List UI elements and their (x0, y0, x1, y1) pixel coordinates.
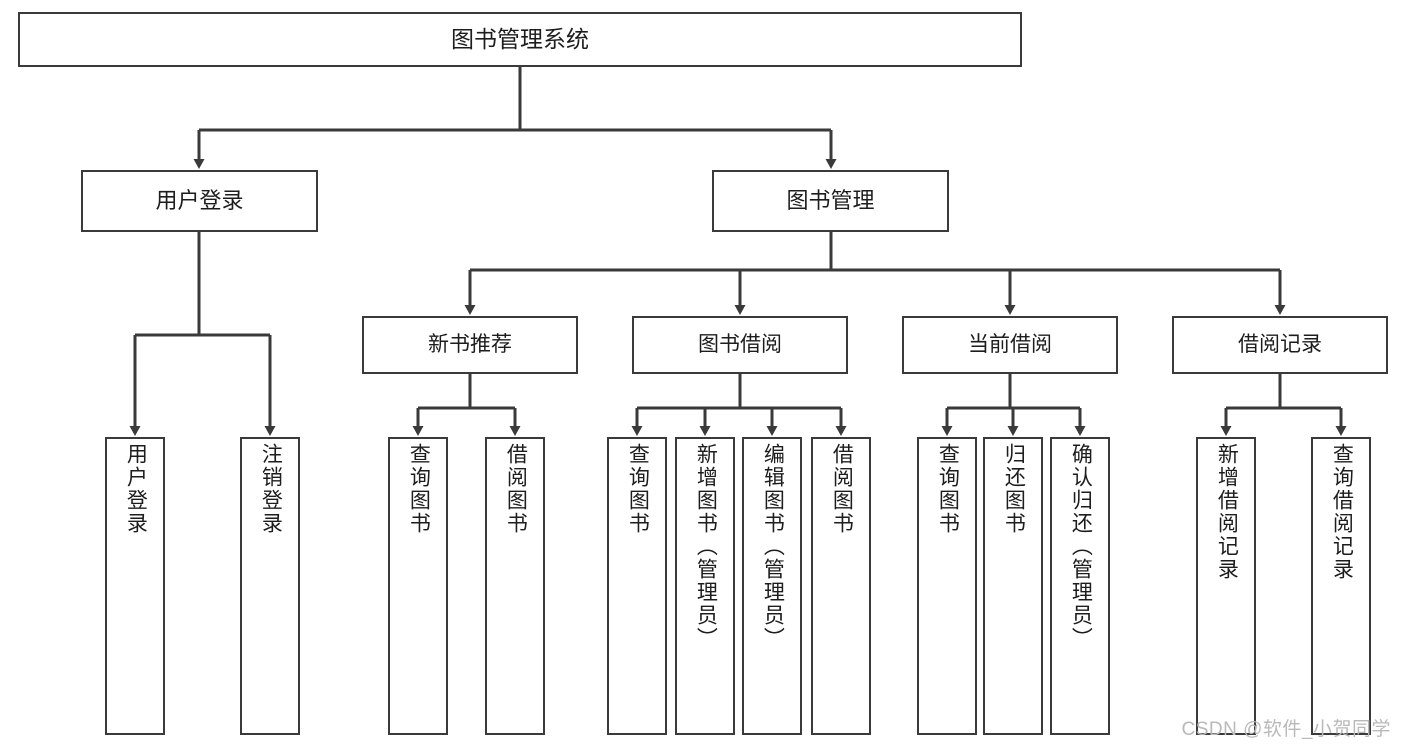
node-user-login[interactable]: 用户登录 (81, 170, 318, 232)
node-label: 借阅图书 (830, 443, 854, 535)
node-label: 用户登录 (124, 443, 148, 535)
node-label: 用户登录 (155, 188, 244, 214)
node-label: 查询图书 (407, 443, 431, 535)
leaf-current-borrow-confirm-return-admin[interactable]: 确认归还（管理员） (1050, 437, 1110, 735)
node-label: 新增图书（管理员） (694, 443, 718, 650)
node-label: 编辑图书（管理员） (761, 443, 785, 650)
node-label: 当前借阅 (968, 332, 1052, 356)
leaf-book-borrow-query-book[interactable]: 查询图书 (607, 437, 667, 735)
node-label: 归还图书 (1002, 443, 1026, 535)
leaf-borrow-record-query-record[interactable]: 查询借阅记录 (1311, 437, 1371, 735)
node-label: 查询图书 (626, 443, 650, 535)
node-label: 注销登录 (259, 443, 283, 535)
leaf-book-borrow-borrow-book[interactable]: 借阅图书 (811, 437, 871, 735)
node-new-book-recommend[interactable]: 新书推荐 (362, 316, 578, 374)
node-label: 图书管理 (786, 188, 875, 214)
node-book-borrow[interactable]: 图书借阅 (632, 316, 848, 374)
leaf-current-borrow-query-book[interactable]: 查询图书 (917, 437, 977, 735)
node-label: 借阅记录 (1238, 332, 1322, 356)
leaf-book-borrow-add-book-admin[interactable]: 新增图书（管理员） (675, 437, 735, 735)
node-label: 新增借阅记录 (1215, 443, 1239, 581)
node-book-management[interactable]: 图书管理 (712, 170, 949, 232)
node-current-borrow[interactable]: 当前借阅 (902, 316, 1118, 374)
leaf-user-login-logout[interactable]: 注销登录 (240, 437, 300, 735)
node-borrow-record[interactable]: 借阅记录 (1172, 316, 1388, 374)
node-label: 查询借阅记录 (1330, 443, 1354, 581)
node-label: 图书借阅 (698, 332, 782, 356)
node-label: 查询图书 (936, 443, 960, 535)
leaf-current-borrow-return-book[interactable]: 归还图书 (983, 437, 1043, 735)
node-root-book-management-system[interactable]: 图书管理系统 (18, 12, 1022, 67)
node-label: 借阅图书 (504, 443, 528, 535)
leaf-borrow-record-add-record[interactable]: 新增借阅记录 (1196, 437, 1256, 735)
csdn-watermark: CSDN @软件_小贺同学 (1181, 719, 1391, 740)
leaf-book-borrow-edit-book-admin[interactable]: 编辑图书（管理员） (742, 437, 802, 735)
node-label: 图书管理系统 (451, 25, 589, 52)
node-label: 确认归还（管理员） (1069, 443, 1093, 650)
leaf-new-book-query-book[interactable]: 查询图书 (388, 437, 448, 735)
leaf-new-book-borrow-book[interactable]: 借阅图书 (485, 437, 545, 735)
node-label: 新书推荐 (428, 332, 512, 356)
leaf-user-login-login[interactable]: 用户登录 (105, 437, 165, 735)
